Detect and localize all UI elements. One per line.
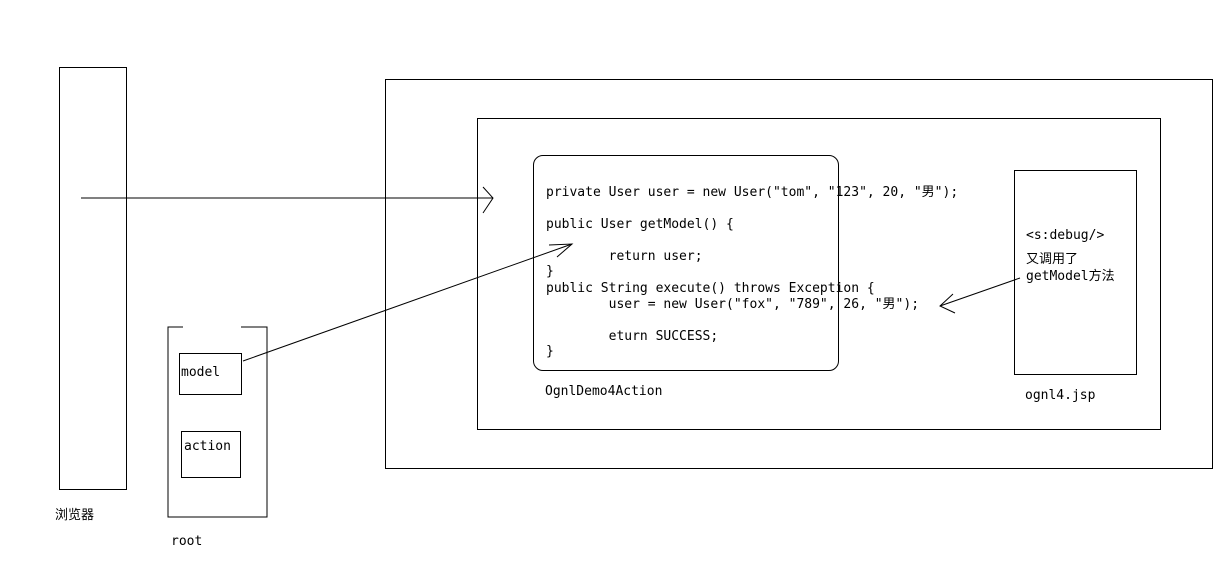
model-arrow-line [242, 243, 573, 362]
jsp-box-label: ognl4.jsp [1025, 388, 1096, 403]
jsp-note-line-2: getModel方法 [1026, 269, 1115, 284]
code-line-4: } [546, 264, 554, 279]
code-line-8: } [546, 344, 554, 359]
jsp-arrow-head [939, 293, 956, 314]
browser-label: 浏览器 [55, 508, 95, 523]
jsp-arrow-line [939, 277, 1021, 307]
root-label: root [171, 534, 203, 549]
jsp-box: <s:debug/> 又调用了 getModel方法 [1014, 170, 1137, 375]
code-line-2: public User getModel() { [546, 217, 734, 232]
server-outer-box [385, 79, 1213, 469]
action-code-box: private User user = new User("tom", "123… [533, 155, 958, 371]
code-line-5: public String execute() throws Exception… [546, 281, 875, 296]
root-model-box: model [179, 353, 242, 395]
jsp-debug-tag: <s:debug/> [1026, 228, 1105, 243]
request-arrow-head [482, 186, 494, 214]
root-action-label: action [184, 439, 231, 454]
code-line-3: return user; [546, 249, 703, 264]
browser-box [59, 67, 127, 490]
code-line-6: user = new User("fox", "789", 26, "男"); [546, 297, 920, 312]
jsp-note-line-1: 又调用了 [1026, 252, 1079, 267]
code-line-1: private User user = new User("tom", "123… [546, 185, 959, 200]
action-box-label: OgnlDemo4Action [545, 384, 663, 399]
code-line-7: eturn SUCCESS; [546, 329, 719, 344]
root-model-label: model [181, 365, 221, 380]
model-arrow-head [548, 243, 574, 258]
server-inner-box [477, 118, 1161, 430]
root-bracket [167, 326, 268, 518]
root-action-box: action [181, 431, 241, 478]
